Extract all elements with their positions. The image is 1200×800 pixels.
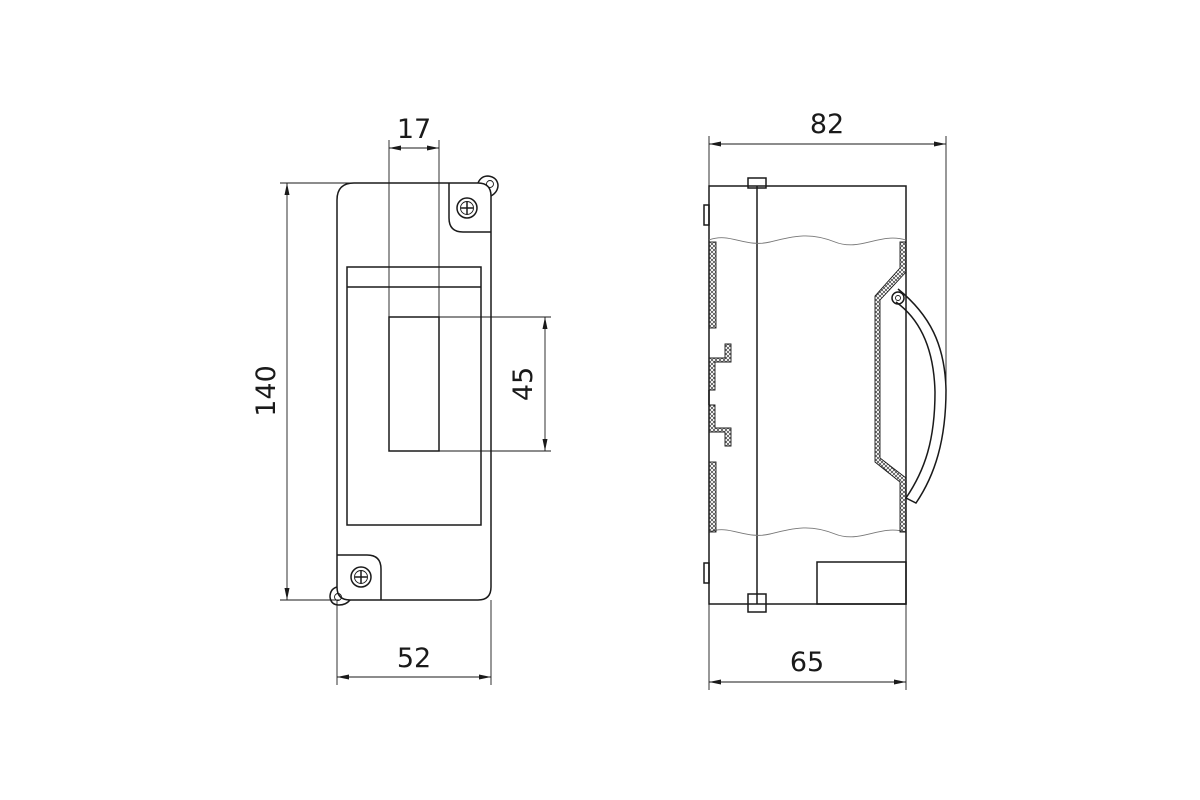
screw-icon	[350, 566, 372, 588]
back-wall-section-bottom	[708, 461, 717, 533]
bottom-ear-hole	[334, 593, 342, 601]
dim-window-height-label: 45	[508, 367, 539, 401]
front-wall-section	[874, 241, 907, 533]
bottom-screw-pocket	[337, 554, 382, 600]
hinged-door	[895, 288, 947, 504]
dim-window-width-label: 17	[397, 114, 431, 145]
dim-depth-total-label: 82	[810, 109, 844, 140]
dim-width-label: 52	[397, 643, 431, 674]
break-line-bottom	[708, 527, 907, 538]
terminal-block	[816, 561, 907, 605]
front-cover-panel	[346, 266, 482, 526]
top-screw-pocket	[448, 183, 491, 233]
top-mounting-ear	[477, 175, 499, 197]
front-enclosure-outline	[336, 182, 492, 601]
bottom-latch	[747, 593, 767, 613]
dim-depth-body-label: 65	[790, 647, 824, 678]
door-hinge-icon	[891, 291, 905, 305]
top-latch	[747, 177, 767, 189]
side-view: 82 65	[703, 109, 947, 690]
din-rail-clip-lower	[708, 404, 732, 447]
back-clip-top	[703, 204, 710, 226]
top-ear-hole	[486, 180, 494, 188]
din-rail-clip	[708, 343, 732, 391]
break-line-top	[708, 235, 907, 246]
front-view: 17 45 140 52	[251, 114, 551, 685]
dim-height-label: 140	[251, 365, 282, 417]
bottom-mounting-ear	[329, 586, 351, 606]
device-window	[388, 316, 440, 452]
back-wall-section-top	[708, 241, 717, 329]
back-clip-bottom	[703, 562, 710, 584]
screw-icon	[456, 197, 478, 219]
